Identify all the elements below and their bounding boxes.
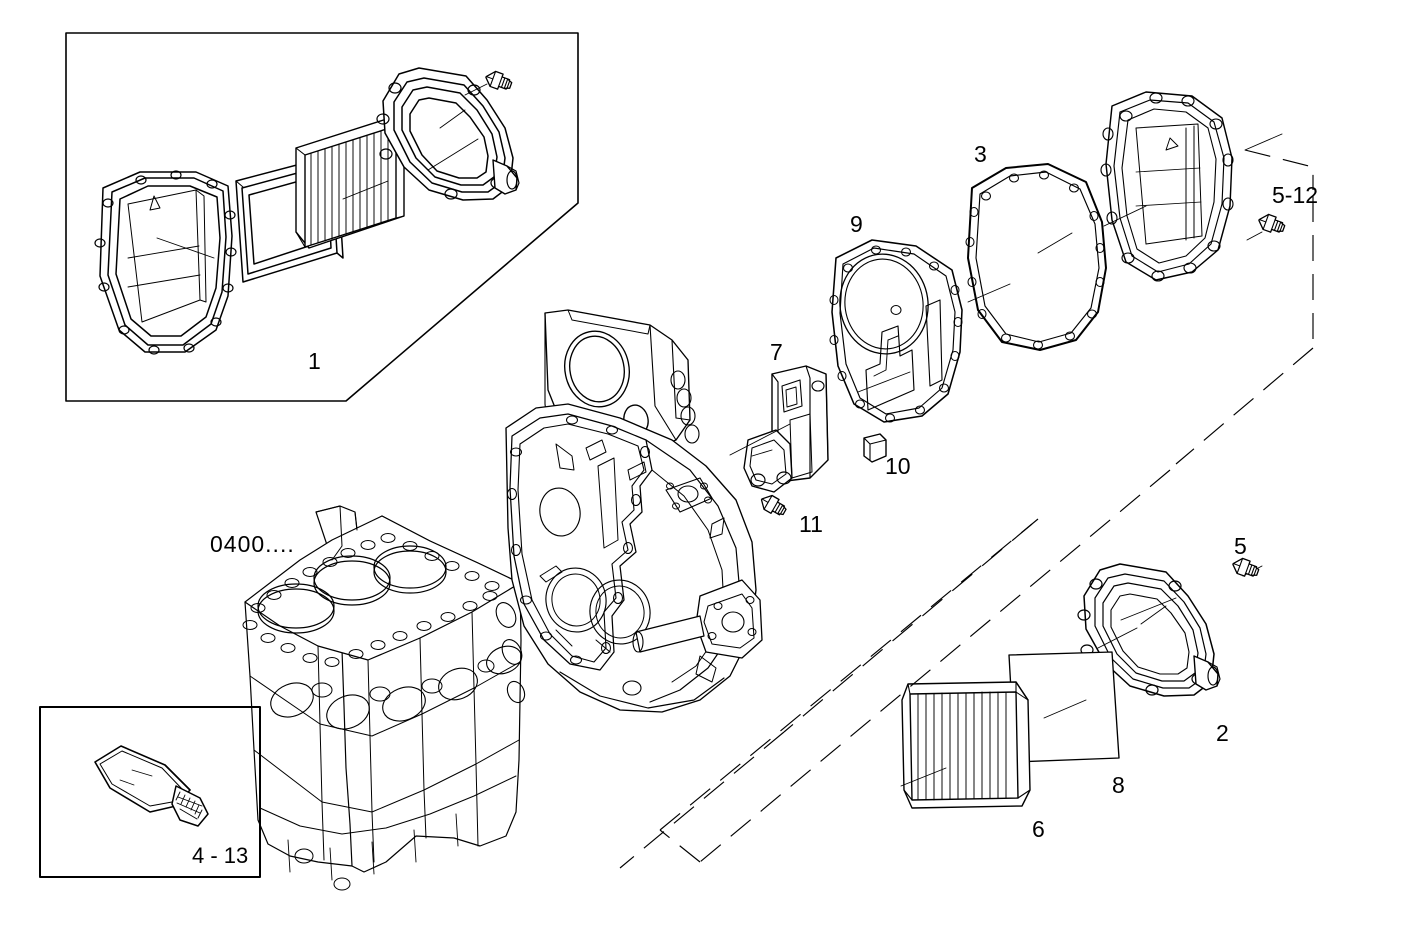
callout-label-1: 1	[308, 348, 321, 374]
inset-box-4-13-frame	[39, 706, 261, 878]
part-4-timing-case-cover	[1100, 91, 1234, 282]
group-boundary-5-12	[619, 149, 1314, 869]
callout-label-3: 3	[974, 141, 987, 167]
kit-leader-lines	[156, 83, 488, 259]
callout-label-5: 5	[1234, 533, 1247, 559]
part-11-bolt	[757, 491, 790, 520]
callout-label-8: 8	[1112, 772, 1125, 798]
callout-label-11: 11	[799, 511, 823, 537]
sealant-tube	[94, 745, 209, 827]
kit-box-1-frame	[65, 32, 579, 402]
kit-heat-exchanger-core	[295, 115, 405, 249]
engine-block	[242, 505, 526, 891]
callout-label-2: 2	[1216, 720, 1229, 746]
part-5-bolt	[1229, 555, 1262, 581]
leader-lines-upper-right	[967, 133, 1283, 303]
callout-label-7: 7	[770, 339, 783, 365]
kit-cover-plate	[94, 170, 237, 355]
part-2-heat-exchanger-housing	[1077, 563, 1221, 697]
part-7-sensor-bracket	[743, 365, 829, 493]
part-9-timing-cover-plate	[829, 239, 963, 423]
callout-label-9: 9	[850, 211, 863, 237]
callout-label-6: 6	[1032, 816, 1045, 842]
group-label-5-12: 5-12	[1272, 182, 1319, 208]
part-6-heat-exchanger-core	[901, 681, 1031, 809]
part-10-dowel-bushing	[863, 433, 887, 463]
part-3-timing-case-gasket	[965, 163, 1107, 351]
leader-7	[729, 423, 791, 456]
inset-label-4-13: 4 - 13	[192, 843, 249, 868]
timing-gear-case	[505, 309, 763, 713]
kit-exchanger-housing	[376, 67, 520, 201]
kit-bolt	[482, 68, 515, 94]
reference-label-0400: 0400....	[210, 531, 295, 557]
callout-label-10: 10	[885, 453, 911, 479]
